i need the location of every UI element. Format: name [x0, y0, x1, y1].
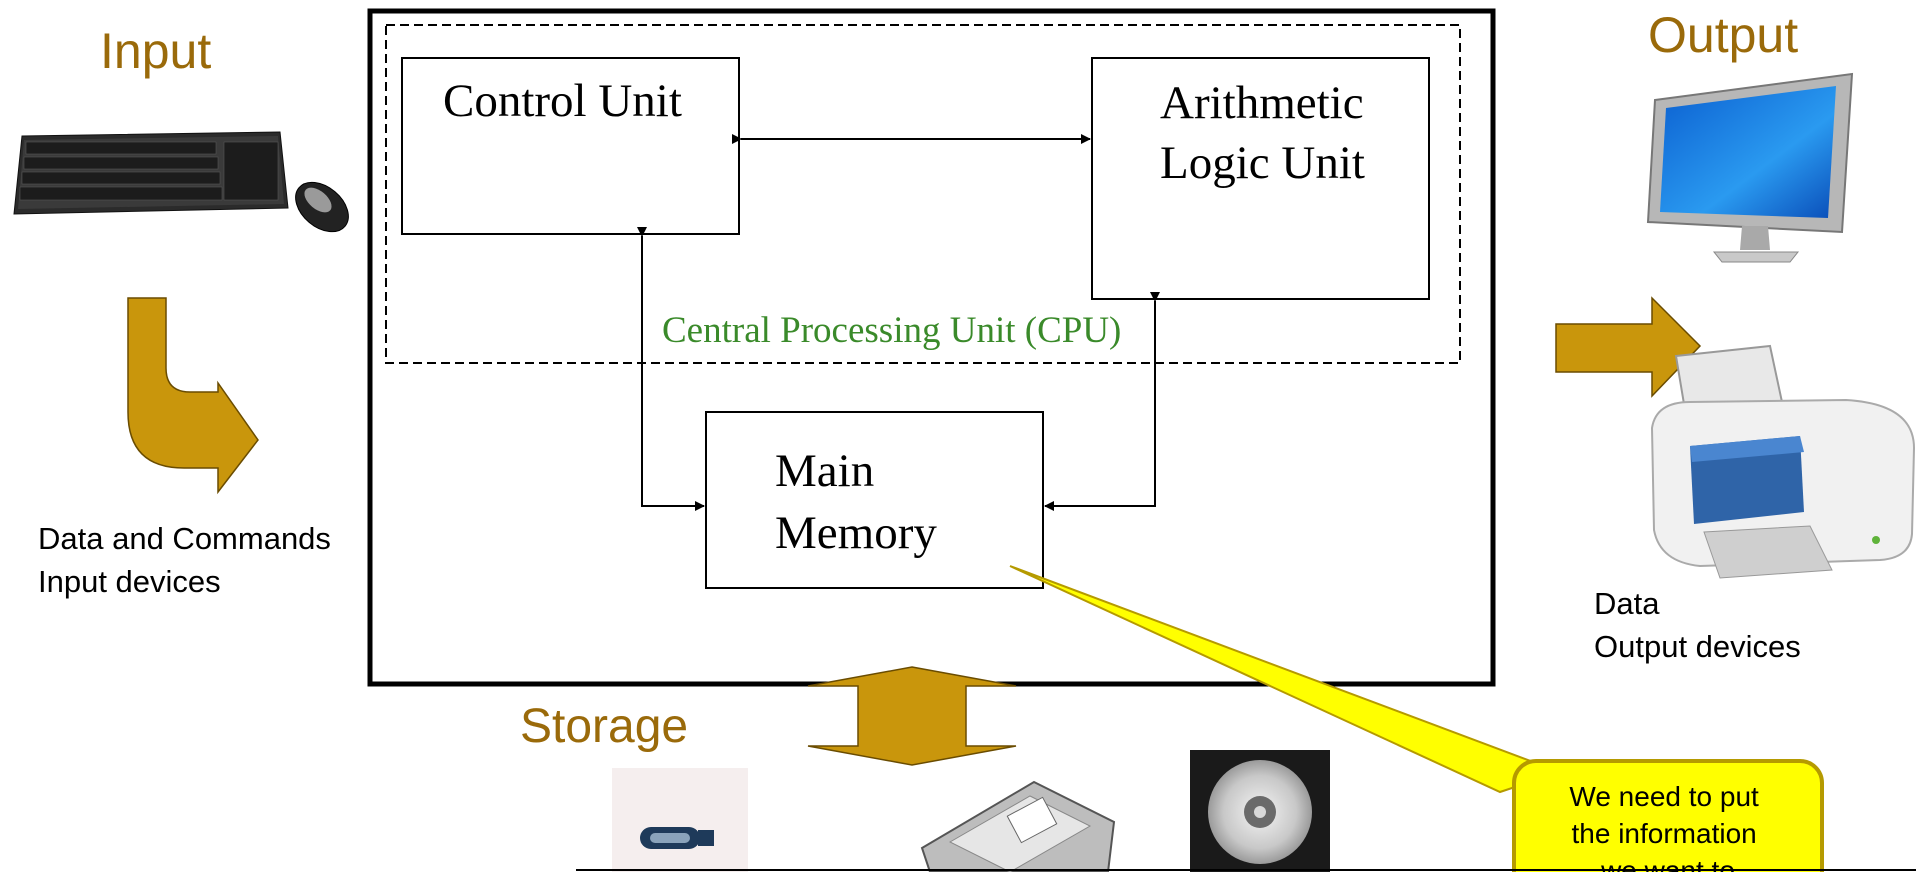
input-heading: Input	[100, 23, 211, 79]
alu-label-line-1: Arithmetic	[1160, 77, 1364, 129]
callout-box	[1512, 759, 1824, 872]
input-caption-line-2: Input devices	[38, 564, 221, 599]
main-memory-label: Main Memory	[775, 445, 937, 559]
alu-memory-arrow	[1044, 292, 1160, 511]
printer-icon	[1650, 344, 1916, 579]
main-memory-label-line-1: Main	[775, 445, 874, 497]
output-arrow	[1555, 296, 1702, 398]
callout-line-1: We need to put	[1569, 781, 1759, 812]
cpu-box	[385, 24, 1461, 364]
cu-memory-arrow	[637, 227, 705, 511]
input-arrow	[127, 297, 259, 495]
hard-disk-icon	[920, 780, 1116, 872]
output-caption-line-1: Data	[1594, 586, 1660, 621]
usb-drive-icon	[612, 768, 748, 872]
callout-line-3: we want to	[1600, 855, 1735, 872]
cd-case-icon	[1190, 750, 1330, 872]
output-caption: Data Output devices	[1594, 586, 1801, 664]
input-caption-line-1: Data and Commands	[38, 521, 331, 556]
callout-line-2: the information	[1572, 818, 1757, 849]
keyboard-icon	[13, 131, 289, 215]
alu-label-line-2: Logic Unit	[1160, 137, 1365, 189]
mouse-icon	[295, 181, 349, 233]
output-heading: Output	[1648, 7, 1798, 63]
input-caption: Data and Commands Input devices	[38, 521, 340, 599]
alu-label: Arithmetic Logic Unit	[1160, 77, 1375, 189]
storage-arrow	[807, 666, 1017, 766]
main-memory-label-line-2: Memory	[775, 507, 937, 559]
control-unit-label: Control Unit	[443, 75, 682, 127]
alu-box	[1091, 57, 1430, 300]
callout-text: We need to put the information we want t…	[1569, 781, 1766, 872]
cpu-label: Central Processing Unit (CPU)	[662, 310, 1121, 351]
monitor-icon	[1646, 72, 1854, 263]
storage-heading: Storage	[520, 700, 688, 753]
control-unit-box	[401, 57, 740, 235]
output-caption-line-2: Output devices	[1594, 629, 1801, 664]
main-memory-box	[705, 411, 1044, 589]
